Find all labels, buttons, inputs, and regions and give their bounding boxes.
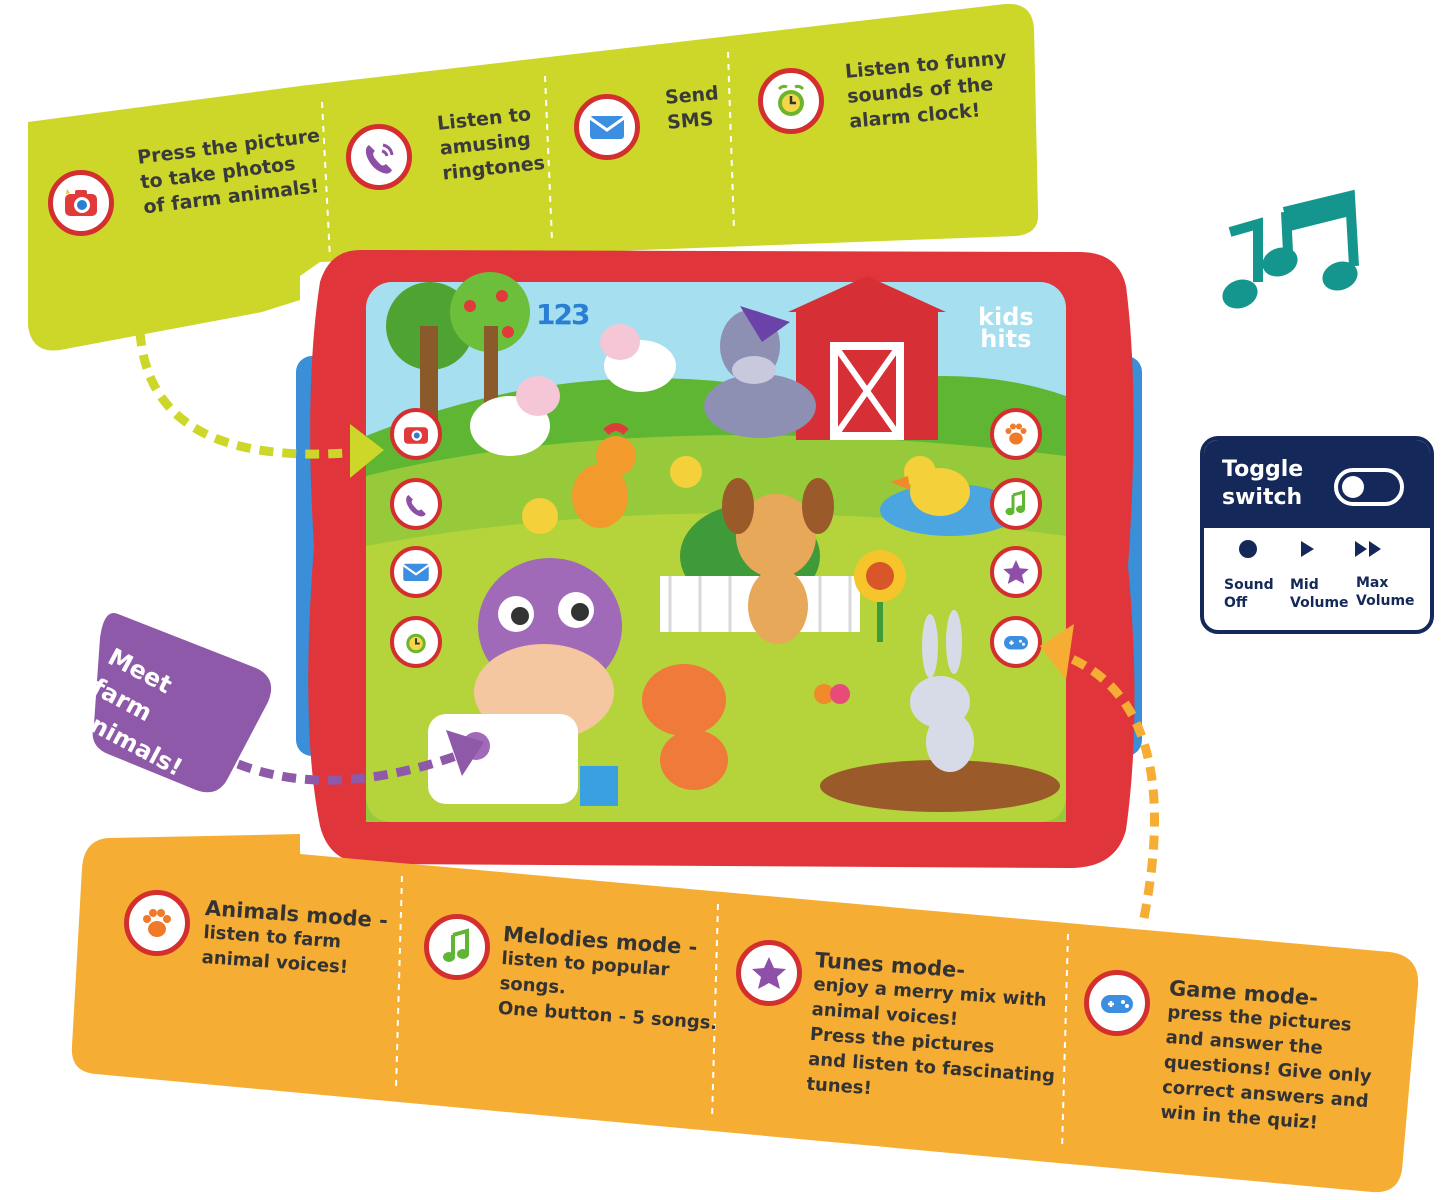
- tablet-animals-mode-button[interactable]: [990, 408, 1042, 460]
- envelope-icon: [402, 563, 430, 581]
- text-line: Volume: [1356, 593, 1415, 609]
- camera-feature-icon: [48, 170, 114, 236]
- paw-icon: [143, 909, 171, 937]
- tunes-mode-icon: [736, 940, 802, 1006]
- volume-level-icons: [1239, 540, 1381, 558]
- max-volume-icon: [1355, 541, 1381, 557]
- tablet-device: [296, 250, 1142, 868]
- tablet-game-mode-button[interactable]: [990, 616, 1042, 668]
- phone-icon: [365, 143, 394, 174]
- meet-farm-animals-bubble: [92, 613, 272, 793]
- camera-icon: [404, 427, 428, 444]
- text-line: Sound: [1224, 577, 1274, 593]
- music-note-icon: [1005, 490, 1025, 516]
- text-line: switch: [1222, 485, 1303, 510]
- mid-volume-icon: [1301, 541, 1314, 557]
- modes-banner: [71, 834, 1419, 1193]
- text-line: Volume: [1290, 595, 1349, 611]
- alarm-clock-icon: [777, 84, 805, 116]
- sound-off-icon: [1239, 540, 1257, 558]
- text-line: kids: [978, 303, 1034, 331]
- alarm-feature-icon: [758, 68, 824, 134]
- tablet-camera-button[interactable]: [390, 408, 442, 460]
- music-notes-icon: [1222, 189, 1359, 309]
- text-line: Toggle: [1222, 457, 1304, 482]
- camera-icon: [65, 189, 97, 216]
- envelope-icon: [589, 116, 625, 139]
- paw-icon: [1005, 423, 1027, 445]
- phone-feature-icon: [346, 124, 412, 190]
- gamepad-icon: [1004, 636, 1028, 650]
- tablet-sms-button[interactable]: [390, 546, 442, 598]
- tablet-phone-button[interactable]: [390, 478, 442, 530]
- star-icon: [752, 957, 786, 989]
- toggle-knob: [1342, 476, 1364, 498]
- volume-toggle-switch[interactable]: [1334, 468, 1404, 506]
- alarm-clock-icon: [406, 633, 426, 654]
- toggle-switch-header: Toggle switch: [1204, 440, 1430, 528]
- game-mode-icon: [1084, 970, 1150, 1036]
- phone-icon: [406, 495, 426, 517]
- text-line: hits: [980, 325, 1032, 353]
- text-line: Off: [1224, 595, 1248, 611]
- sms-feature-icon: [574, 94, 640, 160]
- star-icon: [1003, 560, 1029, 584]
- animals-mode-icon: [124, 890, 190, 956]
- text-line: Max: [1356, 575, 1389, 591]
- tablet-melodies-mode-button[interactable]: [990, 478, 1042, 530]
- tablet-tunes-mode-button[interactable]: [990, 546, 1042, 598]
- gamepad-icon: [1101, 995, 1133, 1013]
- tablet-counter-label: 123: [536, 298, 590, 331]
- music-note-icon: [443, 928, 469, 962]
- toggle-switch-title: Toggle switch: [1222, 456, 1303, 512]
- text-line: Mid: [1290, 577, 1319, 593]
- tablet-alarm-button[interactable]: [390, 616, 442, 668]
- melodies-mode-icon: [424, 914, 490, 980]
